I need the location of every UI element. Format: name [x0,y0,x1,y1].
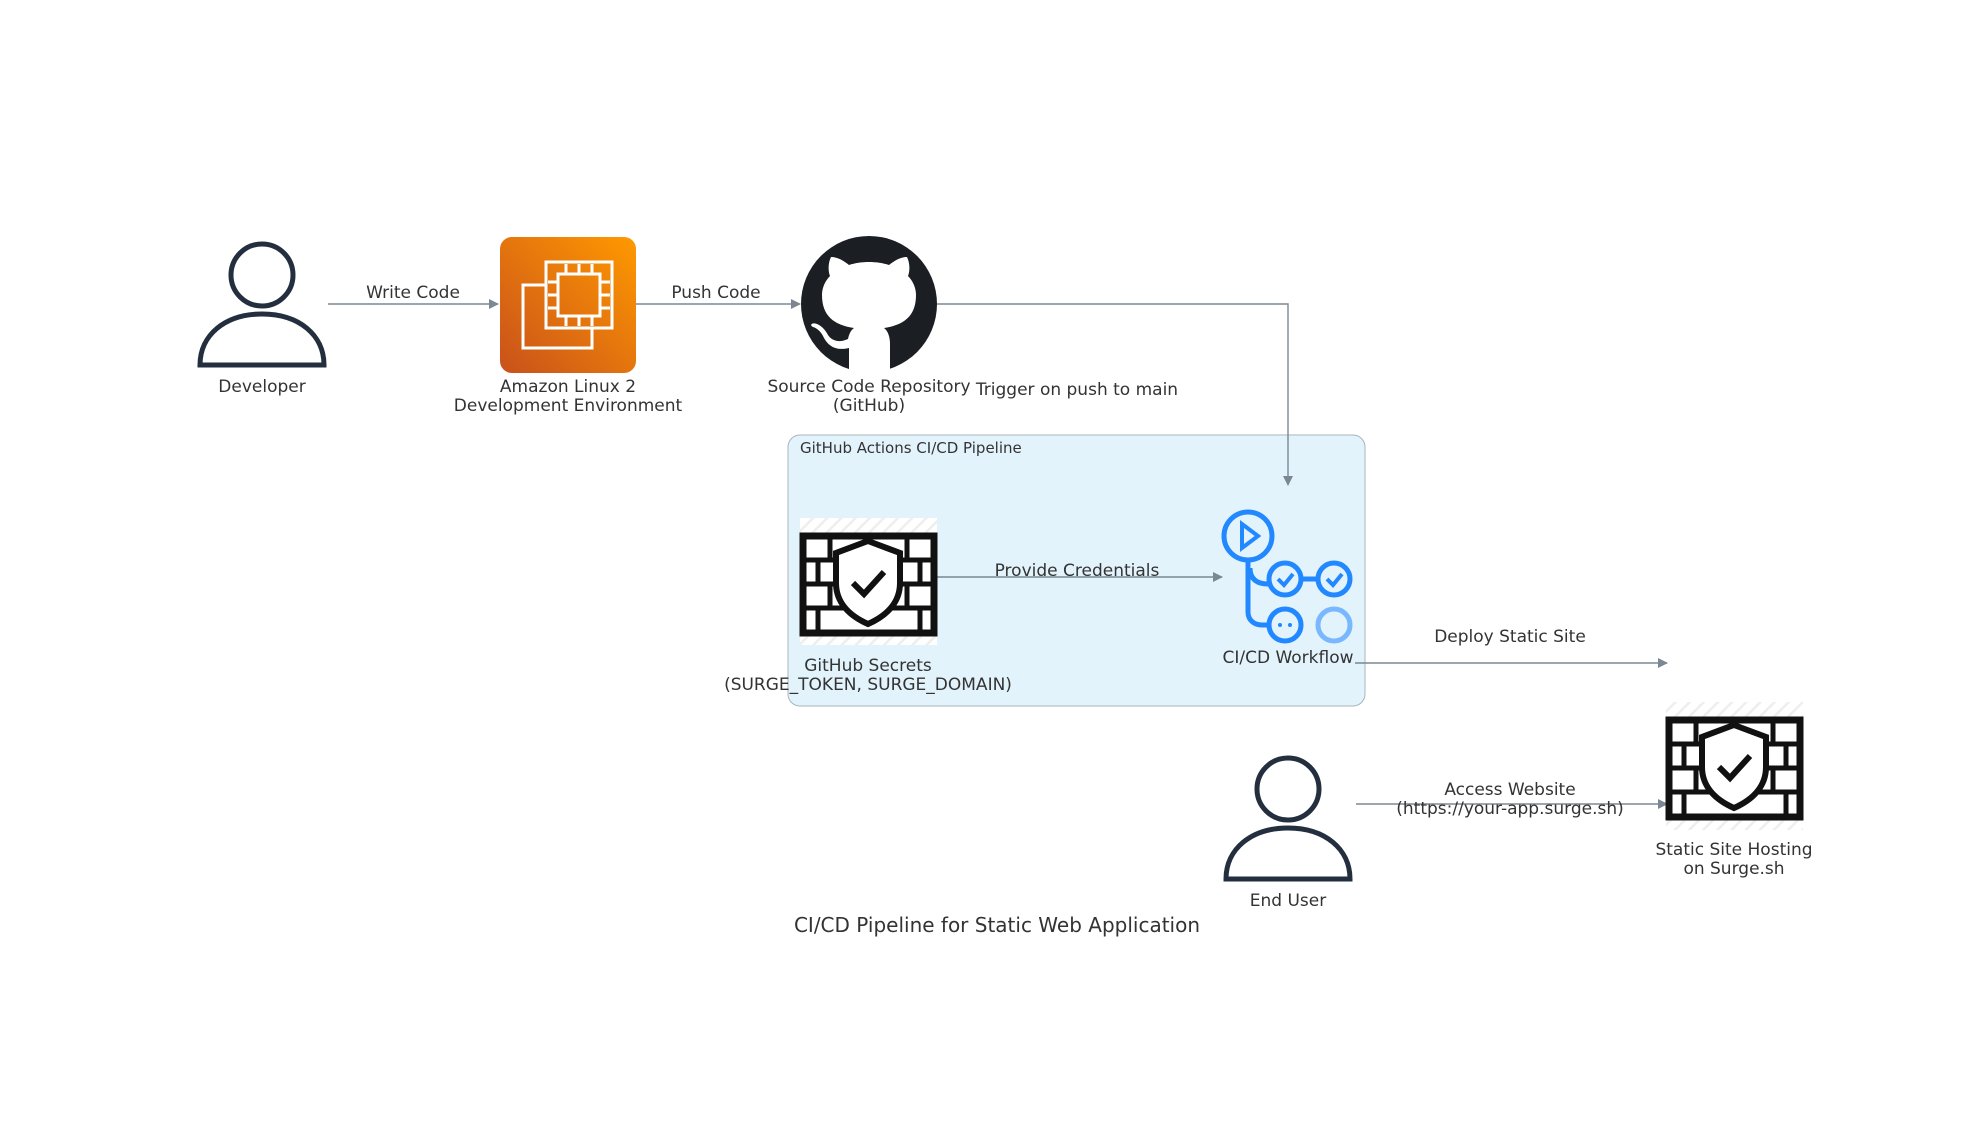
workflow-label: CI/CD Workflow [1222,648,1353,668]
node-enduser: End User [1223,755,1353,911]
firewall-shield-icon [799,518,938,645]
enduser-label: End User [1250,891,1326,911]
node-secrets: GitHub Secrets (SURGE_TOKEN, SURGE_DOMAI… [724,518,1012,695]
ec2-instance-icon [500,237,636,373]
edges: Write Code Push Code Trigger on push to … [328,283,1668,819]
edge-label-access-1: Access Website [1444,780,1575,800]
edge-label-provide-credentials: Provide Credentials [995,561,1160,581]
user-icon [1223,755,1353,882]
diagram-title: CI/CD Pipeline for Static Web Applicatio… [794,913,1200,937]
cluster-label: GitHub Actions CI/CD Pipeline [800,439,1022,457]
secrets-label-line-2: (SURGE_TOKEN, SURGE_DOMAIN) [724,675,1012,695]
edge-trigger [937,303,1293,486]
secrets-label-line-1: GitHub Secrets [804,656,932,676]
github-label-line-1: Source Code Repository [767,377,970,397]
developer-label: Developer [218,377,305,397]
edge-label-trigger: Trigger on push to main [975,380,1178,400]
node-workflow: CI/CD Workflow [1221,509,1354,668]
ec2-label-line-1: Amazon Linux 2 [500,377,636,397]
edge-label-push-code: Push Code [671,283,760,303]
node-github: Source Code Repository (GitHub) [767,236,971,416]
hosting-label-line-1: Static Site Hosting [1655,840,1812,860]
github-icon [801,236,937,372]
firewall-shield-icon [1665,702,1804,830]
edge-label-access-2: (https://your-app.surge.sh) [1396,799,1623,819]
node-ec2: Amazon Linux 2 Development Environment [454,237,683,416]
edge-label-write-code: Write Code [366,283,460,303]
hosting-label-line-2: on Surge.sh [1683,859,1784,879]
node-hosting: Static Site Hosting on Surge.sh [1655,702,1813,879]
edge-label-deploy: Deploy Static Site [1434,627,1586,647]
github-label-line-2: (GitHub) [833,396,905,416]
ec2-label-line-2: Development Environment [454,396,683,416]
node-developer: Developer [197,241,327,397]
user-icon [197,241,327,368]
github-actions-workflow-icon [1221,509,1353,644]
